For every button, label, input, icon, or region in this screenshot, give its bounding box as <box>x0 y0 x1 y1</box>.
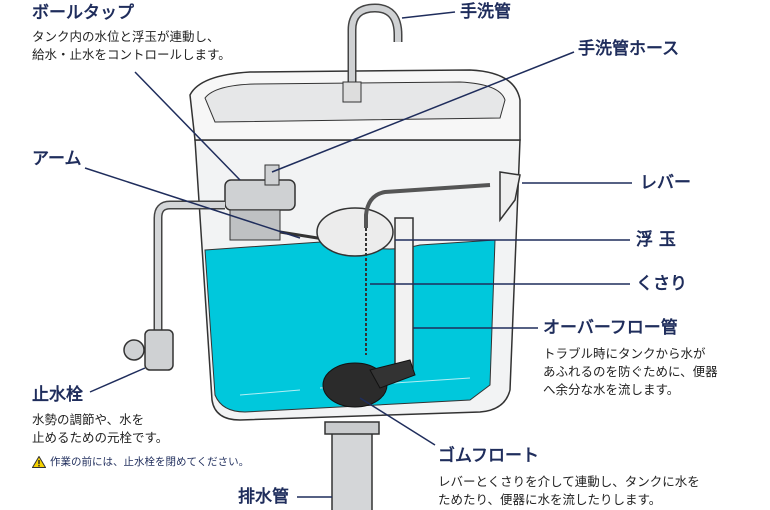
desc-line: タンク内の水位と浮玉が連動し、 <box>32 29 220 44</box>
drain-pipe <box>331 424 373 510</box>
desc-line: ためたり、便器に水を流したりします。 <box>438 492 662 507</box>
desc-line: 給水・止水をコントロールします。 <box>32 47 231 62</box>
label-lever: レバー <box>640 173 691 193</box>
float-ball <box>316 207 394 257</box>
label-arm: アーム <box>32 149 82 169</box>
desc-rubber-float: レバーとくさりを介して連動し、タンクに水を ためたり、便器に水を流したりします。 <box>438 473 700 509</box>
ball-tap <box>224 179 296 211</box>
label-hand-wash-pipe: 手洗管 <box>460 2 511 22</box>
desc-stop-valve: 水勢の調節や、水を 止めるための元栓です。 <box>32 411 168 447</box>
lever-arm <box>364 183 491 228</box>
desc-ball-tap: タンク内の水位と浮玉が連動し、 給水・止水をコントロールします。 <box>32 28 231 64</box>
label-rubber-float: ゴムフロート <box>438 446 539 466</box>
label-ball-tap: ボールタップ <box>32 3 134 23</box>
label-hand-wash-hose: 手洗管ホース <box>578 39 680 59</box>
label-overflow-pipe: オーバーフロー管 <box>543 318 678 338</box>
label-drain-pipe: 排水管 <box>238 487 289 507</box>
desc-line: 止めるための元栓です。 <box>32 430 169 445</box>
warning-icon <box>32 455 46 468</box>
label-float-ball: 浮 玉 <box>636 230 676 250</box>
label-chain: くさり <box>636 274 687 294</box>
label-stop-valve: 止水栓 <box>32 385 83 405</box>
desc-line: トラブル時にタンクから水が <box>543 346 706 361</box>
desc-line: 水勢の調節や、水を <box>32 412 145 427</box>
warning-note: 作業の前には、止水栓を閉めてください。 <box>32 454 249 469</box>
desc-line: レバーとくさりを介して連動し、タンクに水を <box>438 474 700 489</box>
desc-line: あふれるのを防ぐために、便器 <box>543 364 718 379</box>
warning-text: 作業の前には、止水栓を閉めてください。 <box>50 456 250 468</box>
desc-overflow-pipe: トラブル時にタンクから水が あふれるのを防ぐために、便器 へ余分な水を流します。 <box>543 345 718 399</box>
desc-line: へ余分な水を流します。 <box>543 382 680 397</box>
